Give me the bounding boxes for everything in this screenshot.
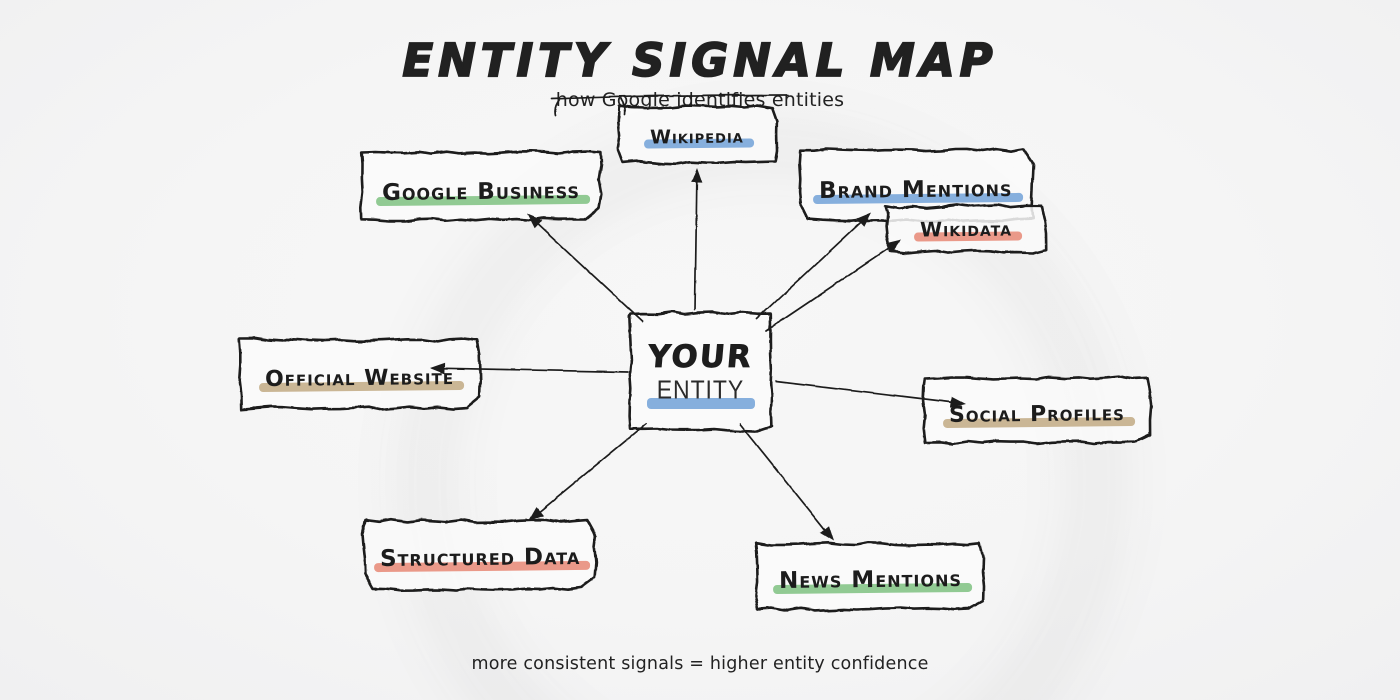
page-subtitle: how Google identifies entities <box>555 89 845 111</box>
page-title: ENTITY SIGNAL MAP <box>401 33 998 88</box>
your-entity-subtitle: ENTITY <box>656 374 744 405</box>
your-entity-title: YOUR <box>646 338 755 375</box>
your-entity-node: YOUR ENTITY <box>630 313 770 430</box>
footer-caption: more consistent signals = higher entity … <box>471 654 929 674</box>
